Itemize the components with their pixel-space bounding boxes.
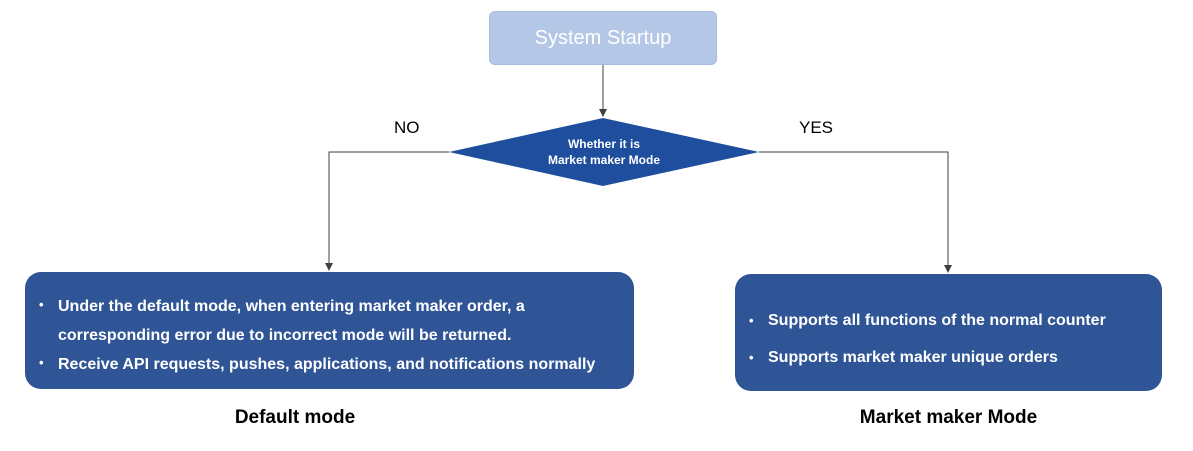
market-maker-mode-title: Market maker Mode bbox=[859, 407, 1038, 428]
system-startup-node: System Startup bbox=[489, 11, 717, 65]
decision-line-2: Market maker Mode bbox=[547, 153, 661, 167]
bullet-dot-icon: • bbox=[39, 355, 44, 370]
default-mode-bullet-text: Receive API requests, pushes, applicatio… bbox=[58, 356, 596, 373]
system-startup-label: System Startup bbox=[534, 26, 672, 49]
default-mode-bullet: • Receive API requests, pushes, applicat… bbox=[39, 350, 624, 379]
bullet-dot-icon: • bbox=[749, 350, 754, 365]
bullet-dot-icon: • bbox=[749, 313, 754, 328]
decision-diamond bbox=[449, 118, 759, 186]
default-mode-title: Default mode bbox=[234, 407, 356, 428]
default-mode-bullet: • Under the default mode, when entering … bbox=[39, 292, 624, 350]
market-maker-bullet: • Supports market maker unique orders bbox=[749, 345, 1152, 371]
default-mode-box: • Under the default mode, when entering … bbox=[25, 272, 634, 389]
arrow-no-branch bbox=[325, 151, 449, 271]
no-branch-label: NO bbox=[394, 118, 420, 137]
market-maker-bullet: • Supports all functions of the normal c… bbox=[749, 308, 1152, 334]
default-mode-bullet-text: Under the default mode, when entering ma… bbox=[58, 298, 525, 344]
market-maker-mode-box: • Supports all functions of the normal c… bbox=[735, 274, 1162, 391]
decision-node-text: Whether it is Market maker Mode bbox=[449, 118, 759, 186]
arrow-yes-branch bbox=[759, 151, 952, 273]
market-maker-bullet-text: Supports market maker unique orders bbox=[768, 349, 1058, 366]
decision-line-1: Whether it is bbox=[567, 137, 640, 151]
yes-branch-label: YES bbox=[799, 118, 834, 137]
bullet-dot-icon: • bbox=[39, 297, 44, 312]
market-maker-bullet-text: Supports all functions of the normal cou… bbox=[768, 312, 1106, 329]
